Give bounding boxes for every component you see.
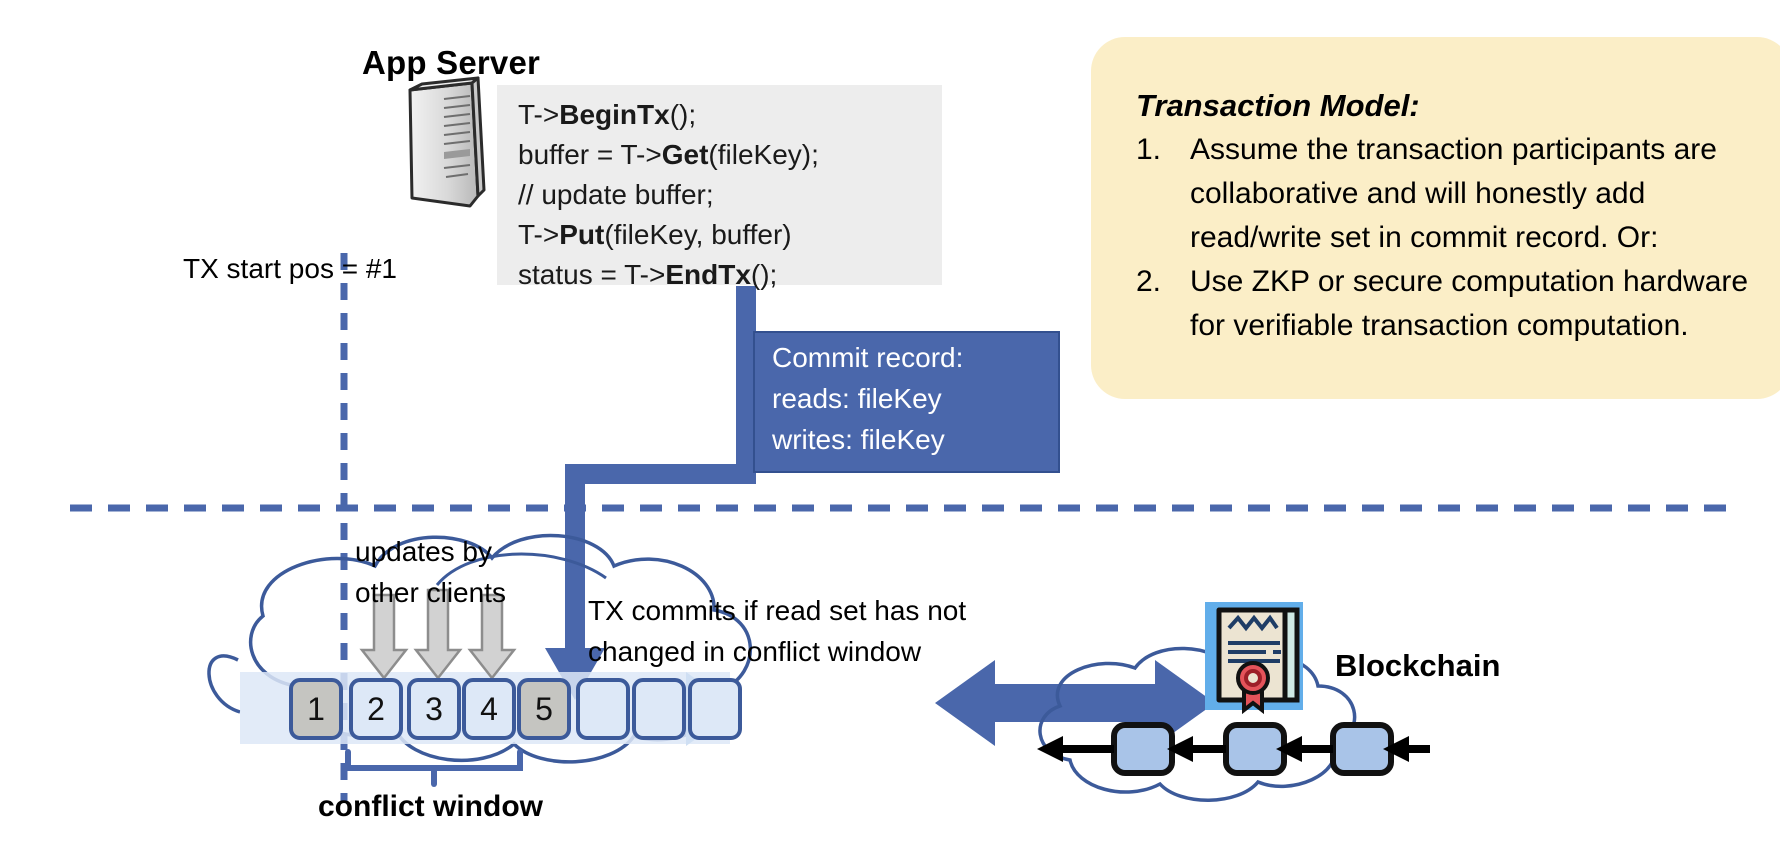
code-line: status = T->EndTx(); xyxy=(518,259,778,290)
blockchain-blocks xyxy=(1037,722,1430,776)
code-line: T->BeginTx(); xyxy=(518,99,697,130)
sync-double-arrow xyxy=(935,660,1215,746)
blockchain-cloud xyxy=(1038,646,1357,802)
code-line: T->Put(fileKey, buffer) xyxy=(518,219,792,250)
tx-commits-condition-label: TX commits if read set has not changed i… xyxy=(588,590,966,672)
updates-by-other-clients-label: updates by other clients xyxy=(355,531,506,613)
transaction-model-box xyxy=(1091,37,1780,399)
list-item: 2. Use ZKP or secure computation hardwar… xyxy=(1136,265,1749,342)
code-line: // update buffer; xyxy=(518,179,714,210)
list-item: 1. Assume the transaction participants a… xyxy=(1136,133,1717,254)
updates-line-1: updates by xyxy=(355,536,492,567)
ledger-cell[interactable]: 2 xyxy=(349,678,403,740)
app-server-title: App Server xyxy=(362,44,541,81)
conflict-window-label: conflict window xyxy=(318,790,543,823)
commits-line-1: TX commits if read set has not xyxy=(588,595,967,626)
ledger-cell[interactable] xyxy=(632,678,686,740)
commit-record-text: Commit record: reads: fileKey writes: fi… xyxy=(772,337,963,460)
ledger-cell[interactable] xyxy=(576,678,630,740)
updates-line-2: other clients xyxy=(355,577,506,608)
ledger-cell[interactable]: 5 xyxy=(517,678,571,740)
other-client-update-arrows xyxy=(359,588,517,681)
code-listing: T->BeginTx(); buffer = T->Get(fileKey); … xyxy=(518,95,948,295)
ledger-cloud-lobe xyxy=(207,654,241,714)
transaction-model-list: 1. Assume the transaction participants a… xyxy=(1136,128,1776,348)
ledger-cell[interactable] xyxy=(688,678,742,740)
code-panel xyxy=(497,85,942,285)
transaction-model-title: Transaction Model: xyxy=(1136,88,1420,123)
conflict-window-brace xyxy=(345,749,523,787)
ledger-cell[interactable]: 1 xyxy=(289,678,343,740)
commits-line-2: changed in conflict window xyxy=(588,636,922,667)
annotation-curves xyxy=(435,552,607,586)
blockchain-label: Blockchain xyxy=(1335,648,1501,683)
commit-record-writes: writes: fileKey xyxy=(772,424,945,455)
commit-record-reads: reads: fileKey xyxy=(772,383,942,414)
commit-record-box xyxy=(753,331,1060,473)
server-tower-icon xyxy=(408,76,486,208)
commit-record-title: Commit record: xyxy=(772,342,964,373)
certificate-icon xyxy=(1205,602,1303,715)
ledger-cell[interactable]: 4 xyxy=(462,678,516,740)
tx-start-position-label: TX start pos = #1 xyxy=(183,253,397,284)
ledger-cell[interactable]: 3 xyxy=(407,678,461,740)
code-line: buffer = T->Get(fileKey); xyxy=(518,139,819,170)
